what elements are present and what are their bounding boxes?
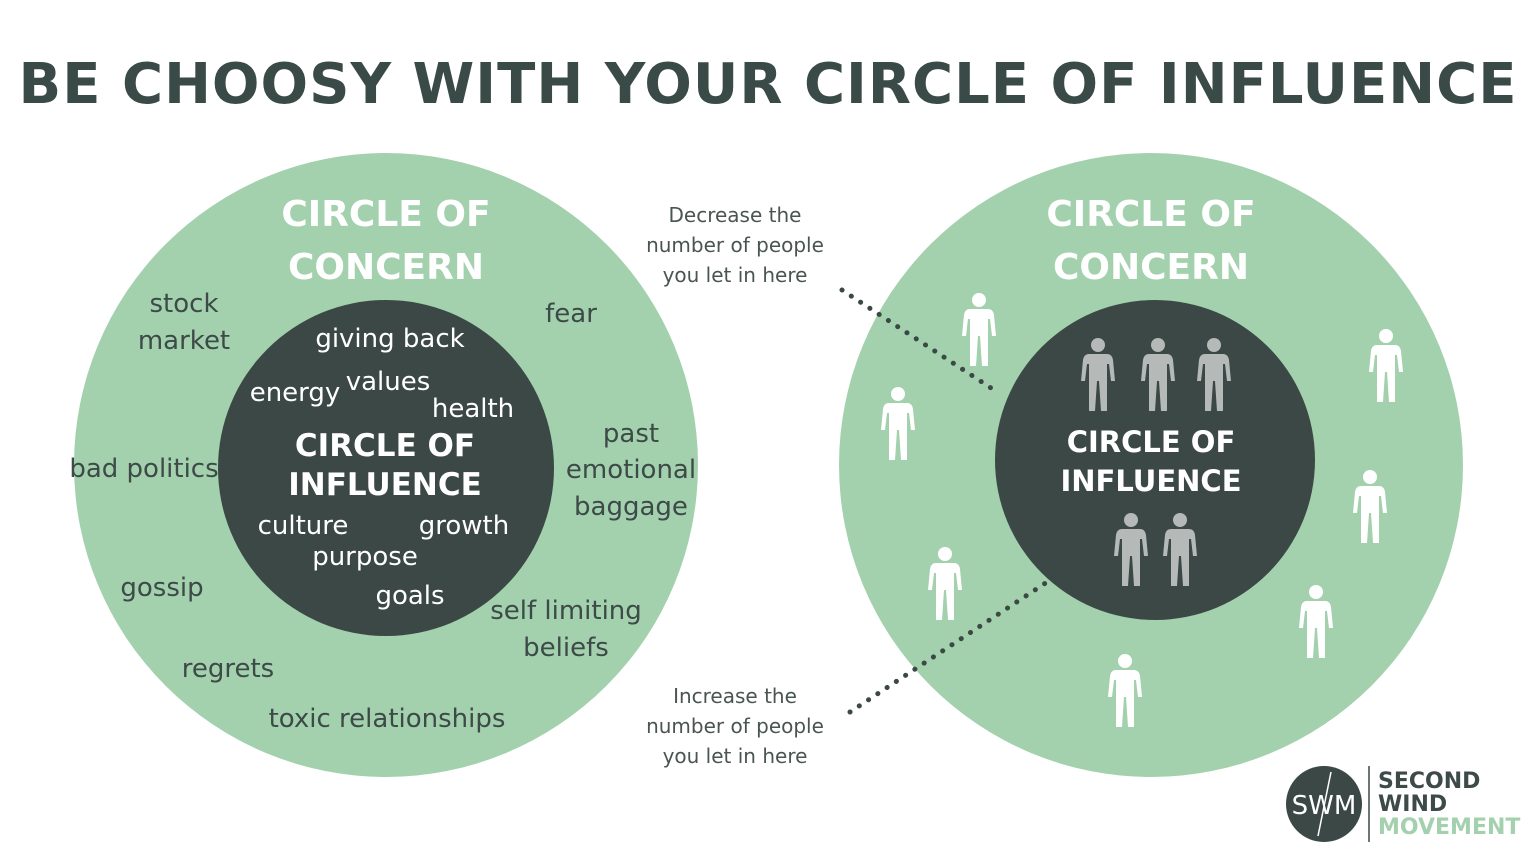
concern-word: baggage <box>574 492 688 522</box>
left-concern-label-line2: CONCERN <box>288 247 484 288</box>
influence-word: values <box>346 367 431 397</box>
left-circle-of-influence <box>218 300 554 636</box>
logo-wordmark: SECOND WIND MOVEMENT <box>1378 770 1520 839</box>
logo-initials: SWM <box>1292 791 1357 821</box>
concern-word: emotional <box>566 455 696 485</box>
left-influence-label-line2: INFLUENCE <box>288 467 482 503</box>
increase-note-line: you let in here <box>662 744 808 768</box>
decrease-note: Decrease the number of people you let in… <box>620 200 850 290</box>
logo-line: MOVEMENT <box>1378 815 1521 840</box>
right-concern-label-line2: CONCERN <box>1053 247 1249 288</box>
influence-word: purpose <box>312 542 418 572</box>
concern-word: regrets <box>182 654 274 684</box>
decrease-note-line: Decrease the <box>668 203 802 227</box>
decrease-note-line: you let in here <box>662 263 808 287</box>
concern-word: self limiting <box>490 596 642 626</box>
left-concern-label-line1: CIRCLE OF <box>281 194 490 235</box>
concern-word: toxic relationships <box>269 704 506 734</box>
influence-word: giving back <box>315 324 464 354</box>
concern-word: bad politics <box>69 454 218 484</box>
influence-word: growth <box>419 511 509 541</box>
page-title: BE CHOOSY WITH YOUR CIRCLE OF INFLUENCE <box>18 52 1518 117</box>
right-influence-label-line1: CIRCLE OF <box>1067 425 1236 459</box>
right-influence-label-line2: INFLUENCE <box>1060 464 1241 498</box>
decrease-pointer-line <box>839 287 997 393</box>
influence-word: health <box>432 394 514 424</box>
left-influence-label-line1: CIRCLE OF <box>295 428 475 464</box>
concern-word: fear <box>545 299 597 329</box>
decrease-note-line: number of people <box>646 233 824 257</box>
concern-word: gossip <box>120 573 203 603</box>
concern-word: past <box>603 419 659 449</box>
swm-logo-mark: SWM <box>1286 766 1362 842</box>
increase-note-line: number of people <box>646 714 824 738</box>
logo-line: WIND <box>1378 792 1448 817</box>
right-concern-label-line1: CIRCLE OF <box>1046 194 1255 235</box>
increase-pointer-line <box>847 552 1091 715</box>
increase-note-line: Increase the <box>673 684 797 708</box>
influence-word: goals <box>375 581 444 611</box>
right-circle-of-influence <box>995 300 1315 620</box>
concern-word: beliefs <box>523 633 609 663</box>
increase-note: Increase the number of people you let in… <box>620 681 850 771</box>
concern-word: stock <box>150 289 219 319</box>
logo-line: SECOND <box>1378 769 1481 794</box>
influence-word: energy <box>250 378 341 408</box>
concern-word: market <box>138 326 230 356</box>
influence-word: culture <box>258 511 349 541</box>
